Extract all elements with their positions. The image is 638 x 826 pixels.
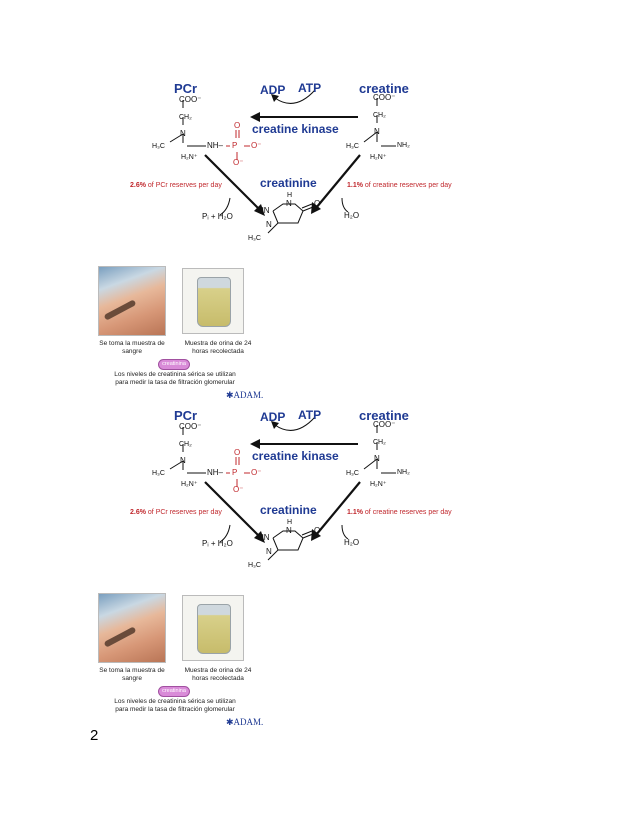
pcr-p: P [232,141,238,150]
creatine-h3c: H₃C [346,470,359,477]
creatine-nh2: NH₂ [397,469,410,476]
creatine-coo: COO⁻ [373,420,396,429]
creatine-h3c: H₃C [346,143,359,150]
ring-n-top: N [286,526,292,535]
creatinine-label: creatinine [260,503,317,517]
blood-sample-photo [98,266,166,336]
ring-hn: HN [258,206,270,215]
caption-bottom: Los niveles de creatinina sérica se util… [114,698,236,713]
creatine-nh2: NH₂ [397,142,410,149]
caption-blood: Se toma la muestra de sangre [99,340,165,355]
creatine-ch2: CH₂ [373,112,386,119]
pi-h2o: Pᵢ + H₂O [202,539,233,548]
note-right: 1.1% of creatine reserves per day [347,509,452,516]
ring-o: O [314,199,321,208]
pcr-h2n: H₂N⁺ [181,481,198,488]
pcr-h2n: H₂N⁺ [181,154,198,161]
atp-label: ATP [298,81,322,95]
pcr-o-top: O [234,448,241,457]
h2o-right: H₂O [344,211,360,220]
creatine-ch2: CH₂ [373,439,386,446]
pcr-ch2: CH₂ [179,114,192,121]
pi-h2o: Pᵢ + H₂O [202,212,233,221]
pcr-o-bottom: O⁻ [233,485,244,494]
caption-bottom: Los niveles de creatinina sérica se util… [114,371,236,386]
h2o-right: H₂O [344,538,360,547]
adam-logo: ✱ADAM. [226,717,264,727]
pcr-nh: NH– [207,141,224,150]
creatine-n: N [374,454,380,463]
pcr-label: PCr [174,81,198,96]
ring-n-bottom: N [266,547,272,556]
creatine-h2n: H₂N⁺ [370,154,387,161]
pcr-nh: NH– [207,468,224,477]
pcr-o-top: O [234,121,241,130]
pcr-label: PCr [174,408,198,423]
enzyme-label: creatine kinase [252,449,339,463]
adam-logo: ✱ADAM. [226,390,264,400]
creatinina-pill: creatinina [158,686,190,697]
creatine-label: creatine [359,408,409,423]
ring-n-bottom: N [266,220,272,229]
pcr-p: P [232,468,238,477]
adp-label: ADP [260,410,286,424]
pcr-n: N [180,456,186,465]
ring-n-top: N [286,199,292,208]
note-left: 2.6% of PCr reserves per day [130,509,222,516]
note-right: 1.1% of creatine reserves per day [347,182,452,189]
urine-sample-photo [182,268,244,334]
note-left: 2.6% of PCr reserves per day [130,182,222,189]
diagram-lines [169,416,396,561]
urine-sample-photo [182,595,244,661]
ring-hn: HN [258,533,270,542]
ring-h: H [287,192,293,199]
diagram-lines [169,89,396,234]
pcr-coo: COO⁻ [179,422,202,431]
ring-h3c: H₃C [248,562,261,569]
page-number: 2 [90,727,99,744]
creatinine-label: creatinine [260,176,317,190]
creatine-diagram-1: PCr ADP ATP creatine creatine kinase cre… [90,70,490,400]
caption-urine: Muestra de orina de 24 horas recolectada [184,340,252,355]
ring-h3c: H₃C [248,235,261,242]
pcr-coo: COO⁻ [179,95,202,104]
creatine-diagram-2: PCr ADP ATP creatine creatine kinase cre… [90,397,490,727]
creatinina-pill: creatinina [158,359,190,370]
creatine-coo: COO⁻ [373,93,396,102]
caption-blood: Se toma la muestra de sangre [99,667,165,682]
caption-urine: Muestra de orina de 24 horas recolectada [184,667,252,682]
pcr-o-right: O⁻ [251,141,262,150]
atp-label: ATP [298,408,322,422]
pcr-n: N [180,129,186,138]
ring-h: H [287,519,293,526]
adp-label: ADP [260,83,286,97]
pcr-o-right: O⁻ [251,468,262,477]
ring-o: O [314,526,321,535]
creatine-n: N [374,127,380,136]
pcr-h3c: H₃C [152,470,165,477]
pcr-h3c: H₃C [152,143,165,150]
enzyme-label: creatine kinase [252,122,339,136]
blood-sample-photo [98,593,166,663]
pcr-ch2: CH₂ [179,441,192,448]
creatine-label: creatine [359,81,409,96]
pcr-o-bottom: O⁻ [233,158,244,167]
creatine-h2n: H₂N⁺ [370,481,387,488]
